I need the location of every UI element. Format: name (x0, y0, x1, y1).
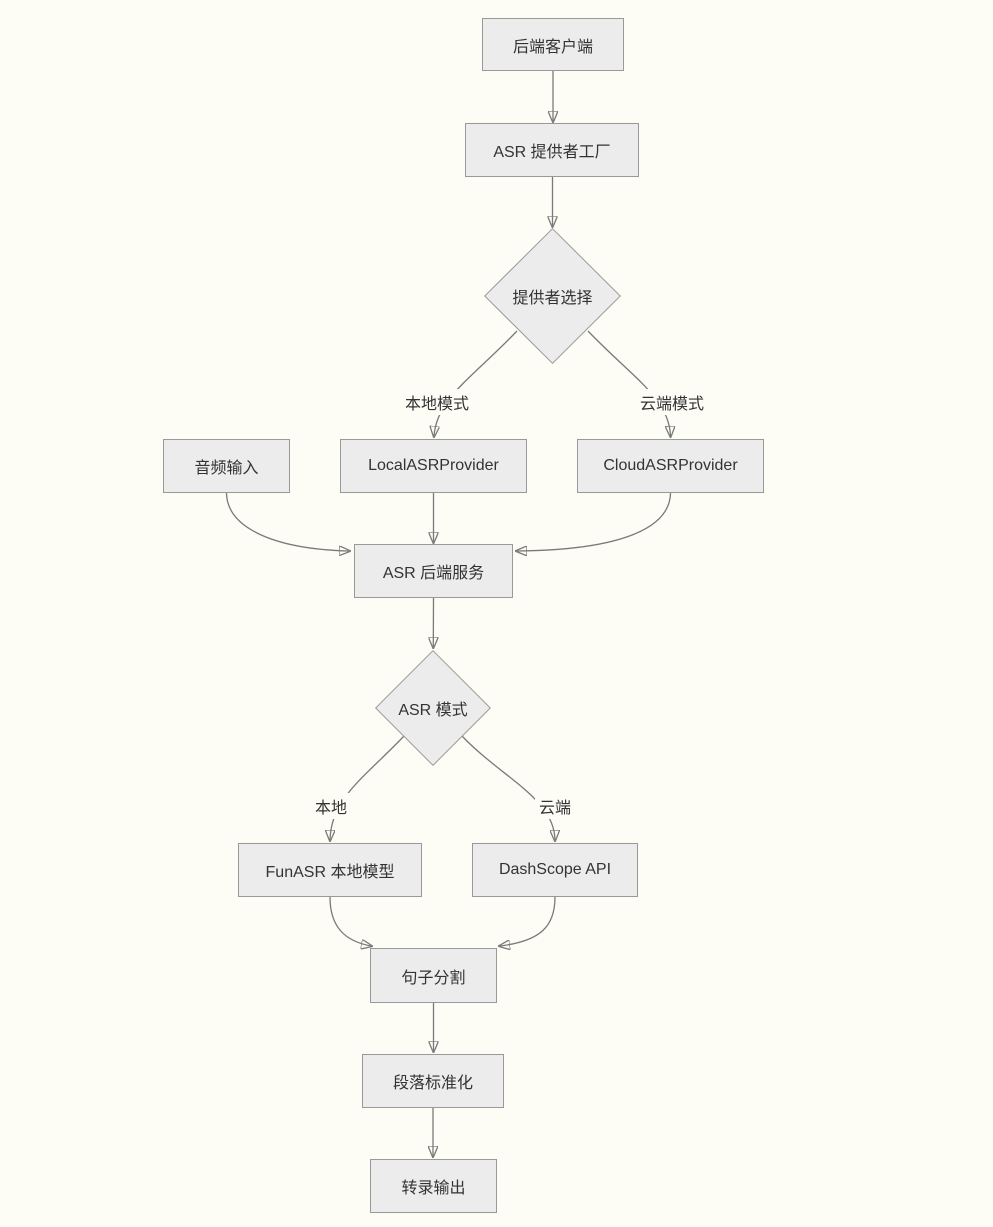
node-dashscope-api: DashScope API (472, 843, 638, 897)
edge-audio-input-to-backend-service (225, 492, 350, 551)
edge-dashscope-to-sentence-segmentation (500, 896, 556, 946)
diamond-shape (484, 228, 621, 364)
node-funasr-local-model: FunASR 本地模型 (238, 843, 422, 897)
node-label: LocalASRProvider (368, 457, 499, 474)
diamond-shape (375, 650, 491, 766)
edge-provider-selection-to-cloud-provider (587, 330, 671, 436)
edge-asr-mode-to-funasr (330, 735, 405, 840)
node-label: 段落标准化 (392, 1075, 473, 1092)
node-backend-client: 后端客户端 (482, 18, 624, 71)
node-label: 句子分割 (401, 969, 466, 987)
node-provider-selection: 提供者选择 (484, 228, 621, 364)
node-label: 音频输入 (194, 460, 259, 477)
node-local-asr-provider: LocalASRProvider (340, 439, 527, 493)
node-cloud-asr-provider: CloudASRProvider (577, 439, 764, 493)
edge-asr-mode-to-dashscope (461, 735, 555, 840)
node-audio-input: 音频输入 (163, 439, 290, 493)
node-transcription-output: 转录输出 (370, 1159, 497, 1213)
node-label: ASR 提供者工厂 (493, 144, 611, 161)
edge-label-local: 本地 (310, 793, 352, 819)
node-label: ASR 后端服务 (382, 565, 485, 582)
node-asr-backend-service: ASR 后端服务 (354, 544, 513, 598)
edge-label-local-mode: 本地模式 (400, 389, 474, 415)
node-sentence-segmentation: 句子分割 (370, 948, 497, 1003)
node-label: 后端客户端 (512, 38, 593, 56)
node-paragraph-normalization: 段落标准化 (362, 1054, 504, 1108)
node-label: FunASR 本地模型 (265, 864, 395, 881)
edge-provider-selection-to-local-provider (434, 330, 518, 436)
edge-label-cloud: 云端 (534, 793, 576, 819)
node-label: 转录输出 (401, 1180, 466, 1197)
node-label: 提供者选择 (512, 290, 593, 307)
node-label: DashScope API (498, 861, 612, 878)
node-label: ASR 模式 (398, 702, 468, 719)
edge-funasr-to-sentence-segmentation (329, 896, 371, 946)
edge-label-cloud-mode: 云端模式 (635, 389, 709, 415)
node-label: CloudASRProvider (603, 457, 738, 474)
node-asr-provider-factory: ASR 提供者工厂 (465, 123, 639, 177)
node-asr-mode: ASR 模式 (375, 650, 491, 766)
edge-cloud-provider-to-backend-service (517, 492, 672, 551)
